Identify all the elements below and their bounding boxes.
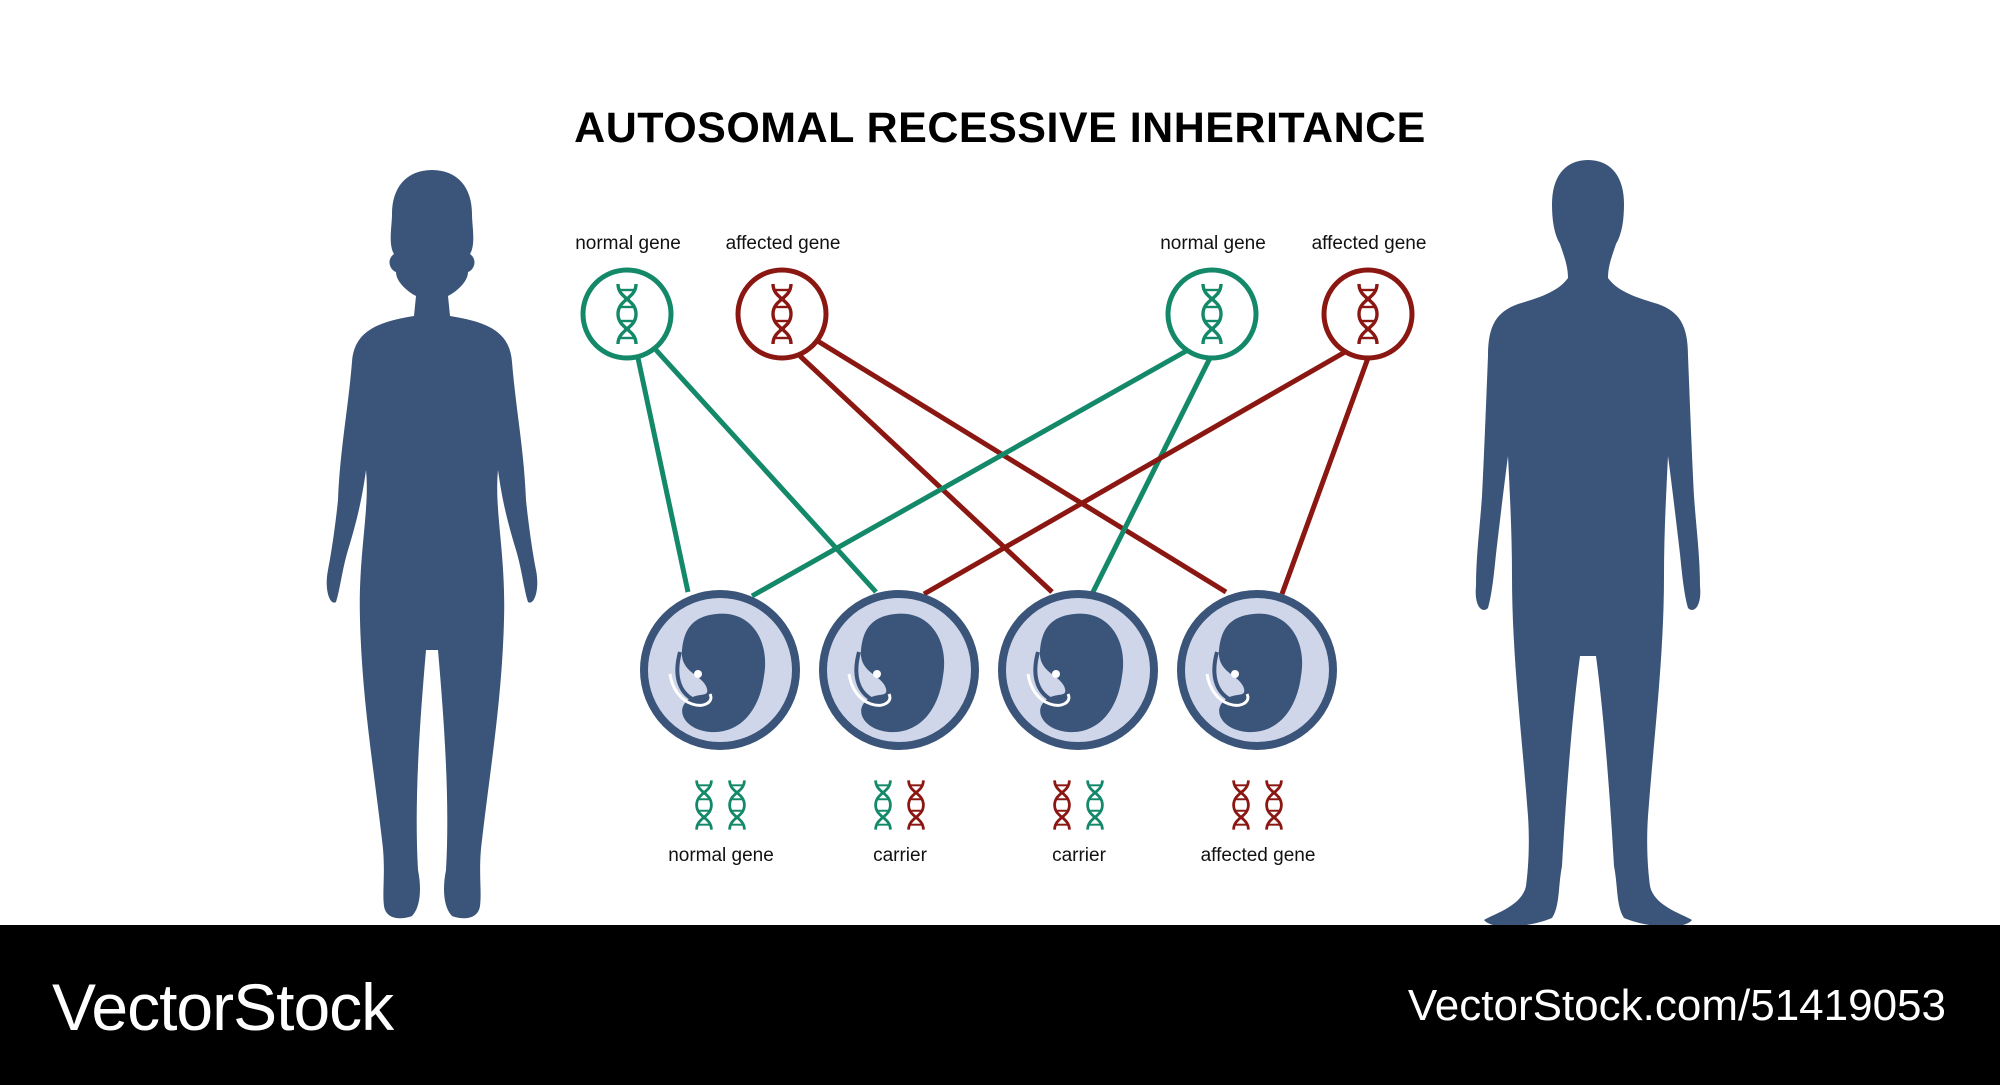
offspring-3-genes [1053,779,1104,831]
mother-normal-gene-label: normal gene [575,233,681,254]
offspring-2-genes [874,779,925,831]
offspring-2-label: carrier [873,845,927,866]
line-mother-normal-to-child-2 [654,348,878,594]
father-silhouette [1475,160,1701,925]
offspring-3-label: carrier [1052,845,1106,866]
dna-helix-icon [695,779,713,831]
dna-helix-icon [1265,779,1283,831]
line-mother-affected-to-child-3 [798,354,1054,594]
diagram-title: AUTOSOMAL RECESSIVE INHERITANCE [574,104,1426,152]
diagram-canvas: AUTOSOMAL RECESSIVE INHERITANCE normal g… [326,104,1701,925]
image-url-text[interactable]: VectorStock.com/51419053 [1407,981,1946,1030]
line-mother-normal-to-child-1 [635,357,691,593]
dna-helix-icon [1086,779,1104,831]
line-father-affected-to-child-4 [1279,357,1371,595]
father-normal-gene-label: normal gene [1160,233,1266,254]
line-father-normal-to-child-1 [750,347,1190,599]
father-normal-gene-circle [1165,267,1259,361]
offspring-4-label: affected gene [1200,845,1316,866]
dna-helix-icon [728,779,746,831]
mother-affected-gene-label: affected gene [725,233,841,254]
line-father-normal-to-child-3 [1089,356,1213,596]
dna-helix-icon [874,779,892,831]
embryo-icon-4 [1181,594,1333,746]
line-mother-affected-to-child-4 [814,337,1228,595]
dna-helix-icon [1232,779,1250,831]
dna-helix-icon [1053,779,1071,831]
offspring-1-genes [695,779,746,831]
inheritance-lines [635,337,1371,599]
dna-helix-icon [907,779,925,831]
mother-silhouette [326,170,538,919]
inheritance-diagram [326,160,1701,925]
watermark-banner: VectorStock VectorStock.com/51419053 [0,925,2000,1085]
father-affected-gene-circle [1321,267,1415,361]
line-father-affected-to-child-2 [922,345,1354,597]
mother-normal-gene-circle [580,267,674,361]
offspring-4-genes [1232,779,1283,831]
offspring-1-label: normal gene [668,845,774,866]
father-affected-gene-label: affected gene [1311,233,1427,254]
mother-affected-gene-circle [735,267,829,361]
embryo-icon-2 [823,594,975,746]
brand-logo-text[interactable]: VectorStock [52,970,394,1044]
embryo-icon-1 [644,594,796,746]
embryo-icon-3 [1002,594,1154,746]
